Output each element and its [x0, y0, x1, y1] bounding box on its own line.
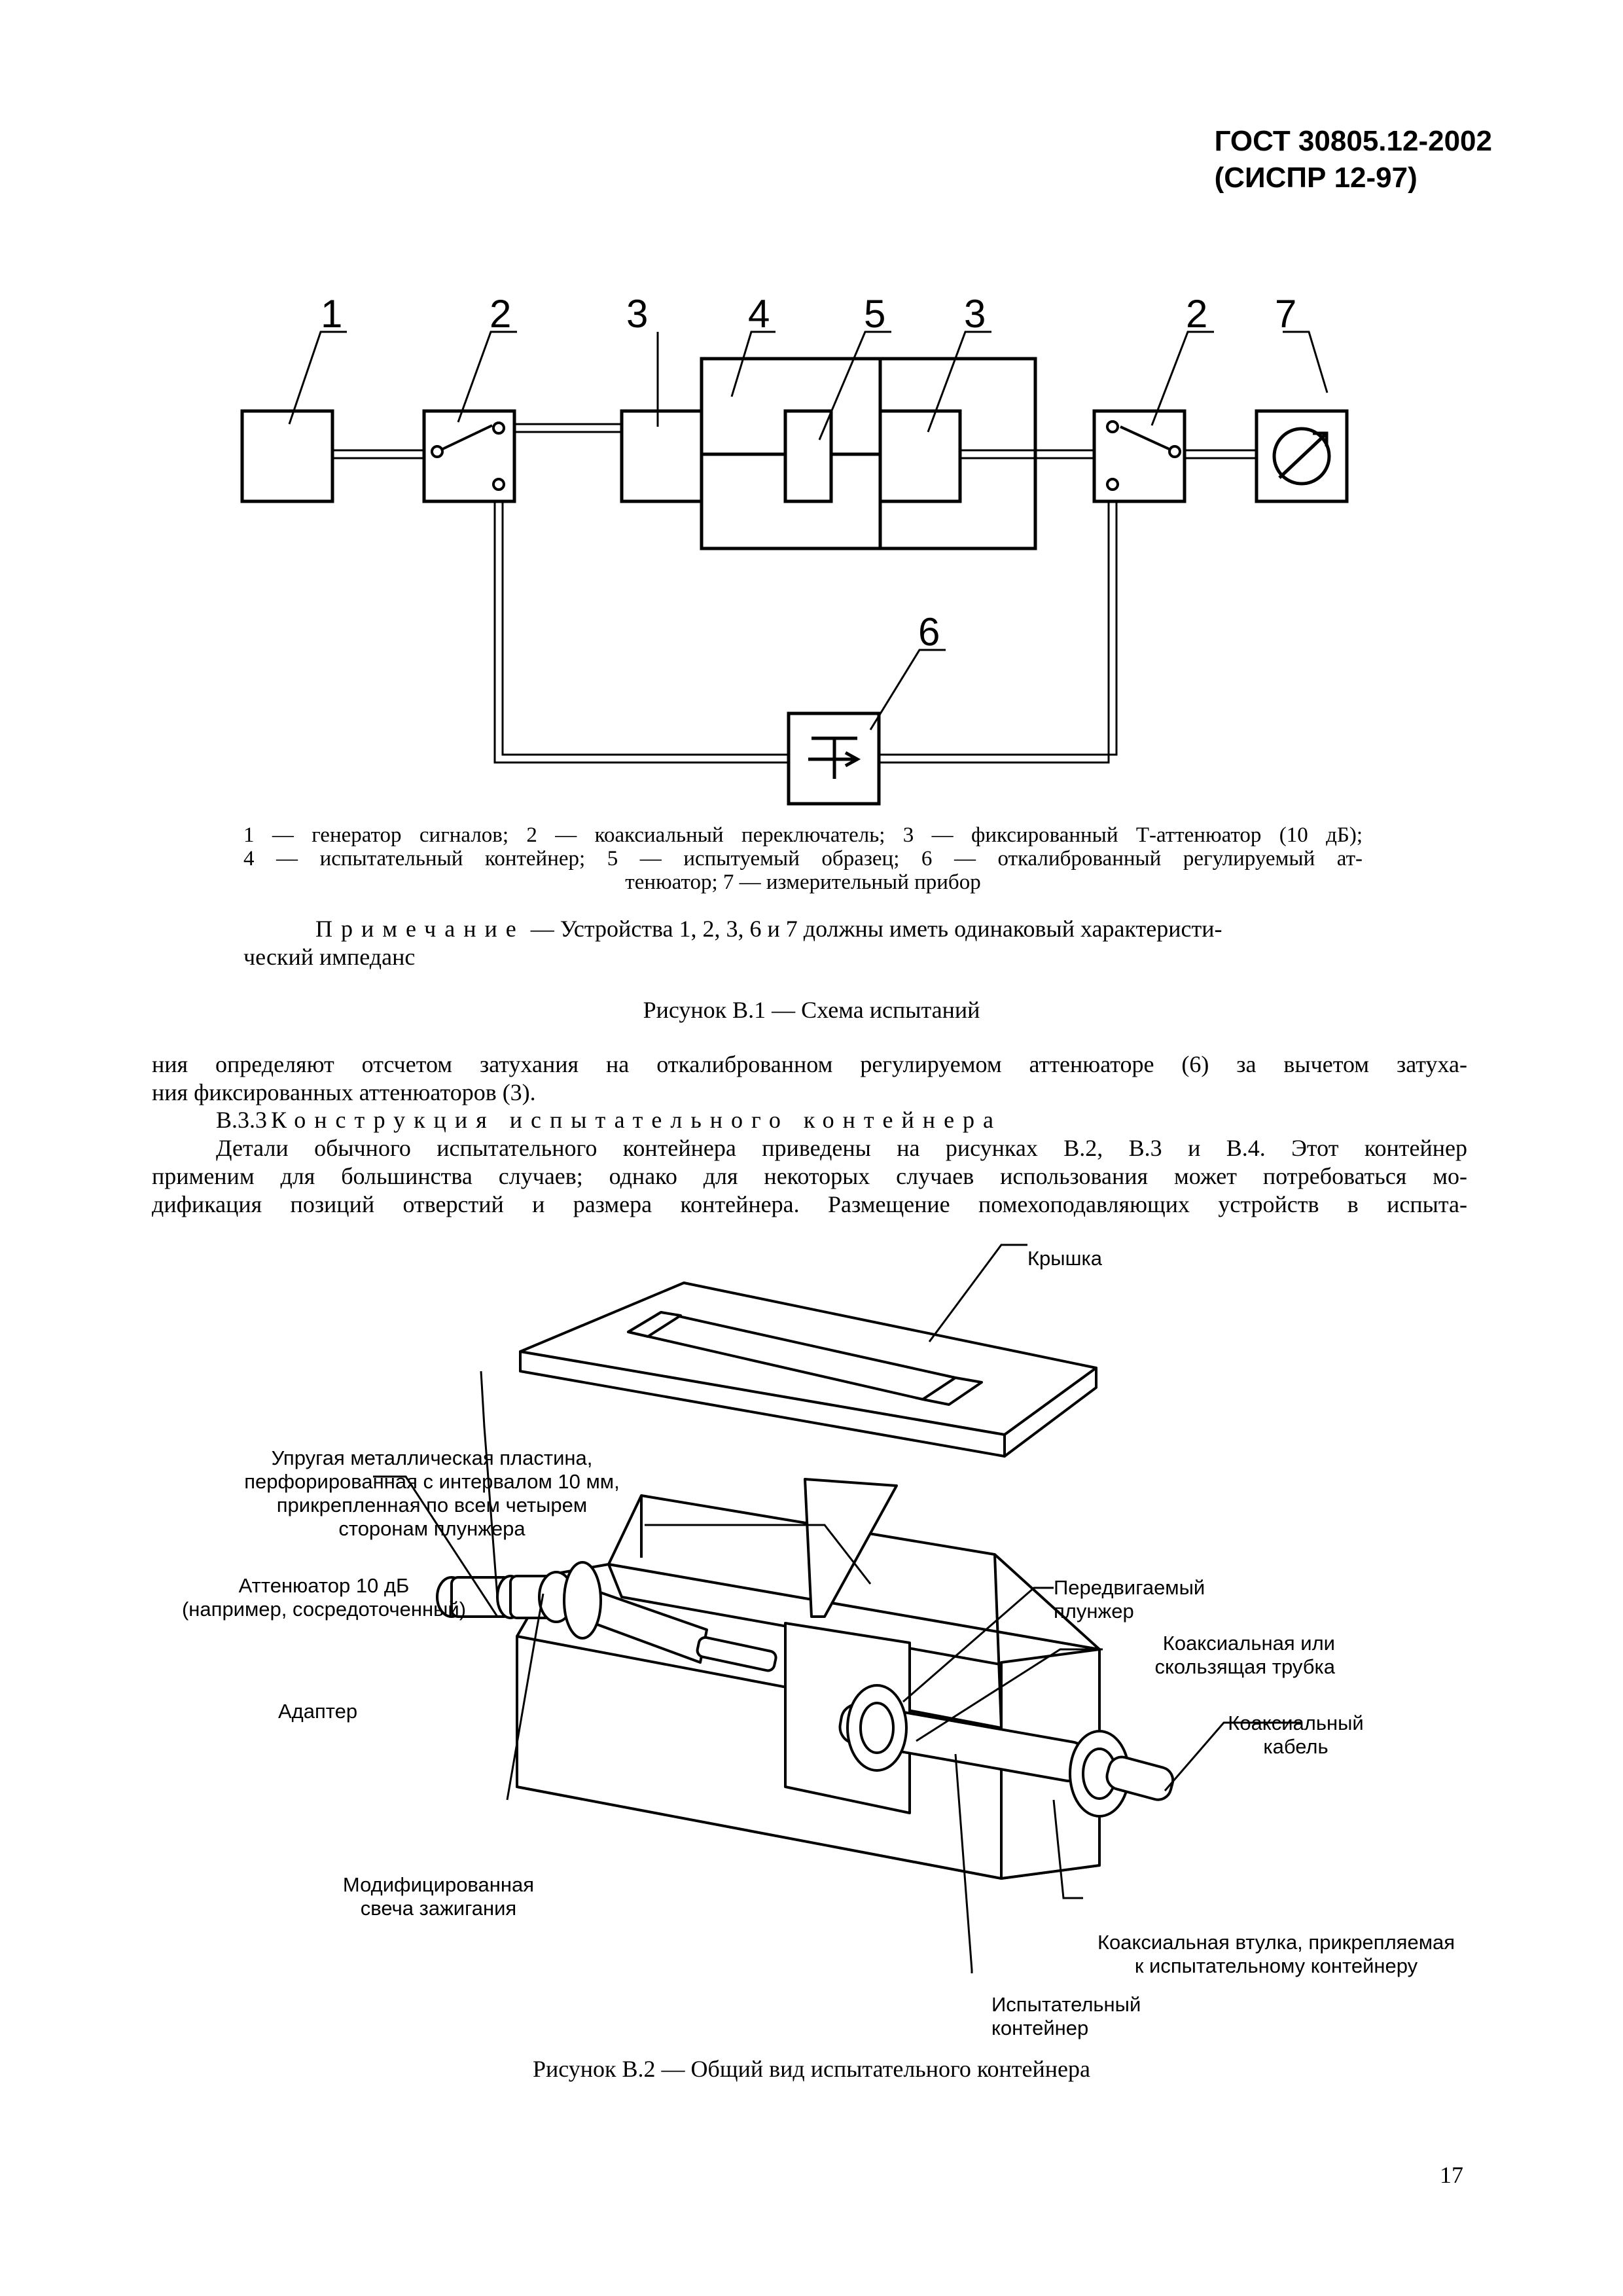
label-line: Коаксиальная или	[1162, 1632, 1335, 1655]
body-line: Детали обычного испытательного контейнер…	[216, 1135, 1467, 1161]
body-line: ния фиксированных аттенюаторов (3).	[152, 1079, 536, 1105]
legend-line: 1 — генератор сигналов; 2 — коаксиальный…	[243, 823, 1363, 847]
body-line: ния определяют отсчетом затухания на отк…	[152, 1051, 1467, 1077]
standard-alt-number: (СИСПР 12-97)	[1214, 162, 1418, 194]
attenuator-right-box	[878, 409, 962, 503]
label-line: Упругая металлическая пластина,	[271, 1446, 593, 1469]
label-line: (например, сосредоточенный)	[181, 1598, 467, 1621]
label-coax-tube: Коаксиальная или скользящая трубка	[1113, 1632, 1335, 1679]
label-lid: Крышка	[1027, 1247, 1102, 1270]
label-3-right: 3	[964, 292, 986, 336]
body-paragraph-2: Детали обычного испытательного контейнер…	[152, 1134, 1467, 1219]
legend-line: тенюатор; 7 — измерительный прибор	[625, 870, 981, 894]
body-paragraph-1: ния определяют отсчетом затухания на отк…	[152, 1050, 1467, 1107]
legend-line: 4 — испытательный контейнер; 5 — испытуе…	[243, 847, 1363, 870]
variable-attenuator-box	[787, 711, 881, 806]
figure-b1-note: Примечание — Устройства 1, 2, 3, 6 и 7 д…	[243, 915, 1363, 971]
body-line: дификация позиций отверстий и размера ко…	[152, 1191, 1467, 1217]
note-text: — Устройства 1, 2, 3, 6 и 7 должны иметь…	[524, 916, 1222, 942]
test-sample-box	[783, 409, 833, 503]
note-text-cont: ческий импеданс	[243, 944, 416, 970]
signal-generator-box	[240, 409, 334, 503]
figure-b2-caption: Рисунок В.2 — Общий вид испытательного к…	[533, 2056, 1090, 2082]
label-spark-plug: Модифицированная свеча зажигания	[327, 1873, 550, 1920]
label-2-right: 2	[1186, 292, 1207, 336]
label-line: сторонам плунжера	[338, 1517, 526, 1540]
label-coax-cable: Коаксиальный кабель	[1198, 1712, 1394, 1759]
coax-switch-left-box	[422, 409, 516, 503]
label-line: Коаксиальный	[1228, 1712, 1364, 1734]
label-3-left: 3	[626, 292, 648, 336]
label-container: Испытательный контейнер	[991, 1993, 1141, 2039]
label-1: 1	[321, 292, 342, 336]
label-line: кабель	[1263, 1735, 1329, 1758]
figure-b2-drawing	[373, 1244, 1302, 1973]
label-4: 4	[748, 292, 770, 336]
label-line: прикрепленная по всем четырем	[276, 1494, 588, 1516]
label-line: перфорированная с интервалом 10 мм,	[244, 1470, 620, 1493]
label-line: Модифицированная	[342, 1873, 535, 1896]
label-2-left: 2	[490, 292, 511, 336]
label-plate: Упругая металлическая пластина, перфорир…	[209, 1446, 654, 1541]
label-attenuator: Аттенюатор 10 дБ (например, сосредоточен…	[160, 1574, 488, 1621]
coax-switch-right-box	[1092, 409, 1186, 503]
label-5: 5	[864, 292, 885, 336]
label-line: к испытательному контейнеру	[1134, 1954, 1418, 1977]
standard-number: ГОСТ 30805.12-2002	[1214, 125, 1492, 157]
label-line: свеча зажигания	[360, 1897, 517, 1920]
label-line: Коаксиальная втулка, прикрепляемая	[1097, 1931, 1455, 1954]
figure-b1-legend: 1 — генератор сигналов; 2 — коаксиальный…	[243, 823, 1363, 894]
label-adapter: Адаптер	[278, 1700, 358, 1723]
label-line: Аттенюатор 10 дБ	[238, 1574, 410, 1597]
document-header: ГОСТ 30805.12-2002 (СИСПР 12-97)	[1215, 123, 1492, 196]
measuring-instrument-box	[1255, 409, 1349, 503]
label-line: скользящая трубка	[1154, 1655, 1335, 1678]
label-7: 7	[1275, 292, 1296, 336]
figure-b1-caption: Рисунок В.1 — Схема испытаний	[643, 997, 980, 1023]
label-bushing: Коаксиальная втулка, прикрепляемая к исп…	[1083, 1931, 1469, 1978]
page-number: 17	[1440, 2162, 1463, 2188]
attenuator-left-box	[620, 409, 704, 503]
section-title: Конструкция испытательного контейнера	[271, 1107, 1003, 1133]
note-label: Примечание	[315, 916, 525, 942]
label-plunger: Передвигаемый плунжер	[1054, 1576, 1205, 1623]
body-line: применим для большинства случаев; однако…	[152, 1163, 1467, 1189]
label-6: 6	[918, 610, 940, 654]
figure-b1-schematic: 1 2 3 4 5 3 2 7 6	[240, 292, 1349, 806]
section-number: В.3.3	[216, 1107, 268, 1133]
